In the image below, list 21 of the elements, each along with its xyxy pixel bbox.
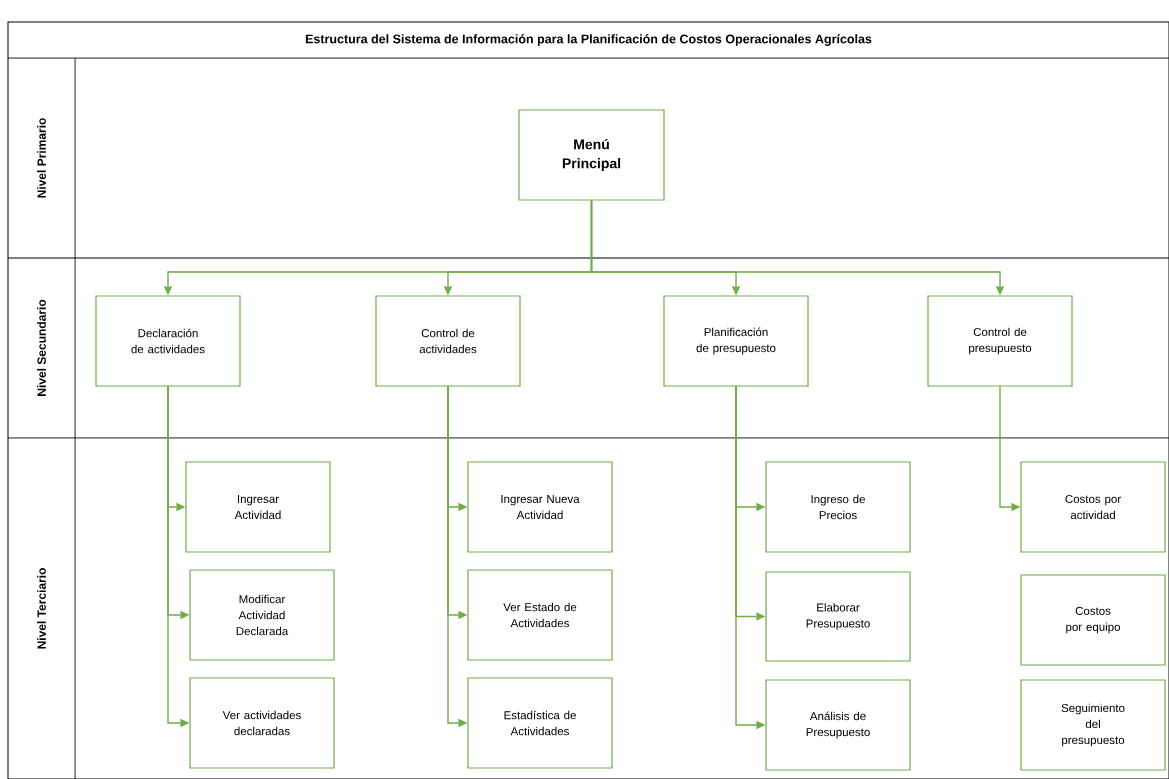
- row-label: Nivel Secundario: [37, 299, 46, 396]
- module-box: Ver Estado de Actividades: [467, 569, 613, 661]
- module-box: Ingresar Nueva Actividad: [467, 461, 613, 553]
- module-box: Costos por actividad: [1020, 461, 1166, 553]
- module-box: Estadística de Actividades: [467, 677, 613, 769]
- module-box: Elaborar Presupuesto: [765, 571, 911, 662]
- module-box: Análisis de Presupuesto: [765, 679, 911, 771]
- row-label: Nivel Primario: [37, 118, 46, 198]
- module-box: Declaración de actividades: [95, 295, 241, 387]
- module-box: Ingresar Actividad: [185, 461, 331, 553]
- menu-box: Menú Principal: [518, 109, 665, 201]
- module-box: Ingreso de Precios: [765, 461, 911, 553]
- module-box: Costos por equipo: [1020, 574, 1166, 666]
- module-box: Ver actividades declaradas: [189, 677, 335, 769]
- module-box: Planificación de presupuesto: [663, 295, 809, 387]
- module-box: Control de actividades: [375, 295, 521, 387]
- row-label: Nivel Terciario: [37, 568, 46, 649]
- module-box: Modificar Actividad Declarada: [189, 569, 335, 661]
- module-box: Control de presupuesto: [927, 295, 1073, 387]
- title: Estructura del Sistema de Información para la Planificación de Costos Operacionales Agrícolas: [305, 34, 872, 46]
- module-box: Seguimiento del presupuesto: [1020, 679, 1166, 771]
